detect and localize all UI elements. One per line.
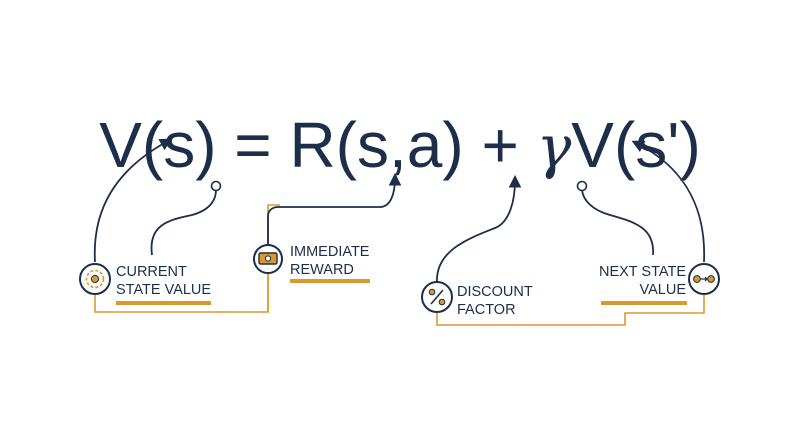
eq-equals: = [234, 109, 272, 181]
eq-gamma: γ [536, 113, 572, 181]
underline-current-state-value [116, 301, 211, 305]
eq-plus: + [481, 109, 519, 181]
arrow-discount-to-gamma [436, 174, 522, 284]
arrow-reward-to-r [267, 172, 402, 250]
callout-node-v [210, 180, 222, 192]
arrow-vprime-callout [581, 189, 654, 256]
label-line-2: STATE VALUE [116, 282, 212, 298]
eq-next-value: V(s') [571, 109, 701, 181]
transition-icon [688, 263, 720, 295]
percent-icon [421, 281, 453, 313]
label-line-2: FACTOR [457, 302, 516, 318]
label-discount-factor: DISCOUNT FACTOR [457, 283, 533, 319]
eq-reward: R(s,a) [289, 109, 464, 181]
arrow-v-callout [150, 189, 217, 256]
underline-immediate-reward [290, 279, 370, 283]
underline-next-state-value [601, 301, 687, 305]
arrow-current-state-to-v [93, 138, 173, 263]
callout-node-vprime [576, 180, 588, 192]
target-icon [79, 263, 111, 295]
label-line-1: IMMEDIATE [290, 244, 370, 260]
eq-value-lhs: V(s) [99, 109, 217, 181]
label-next-state-value: NEXT STATE VALUE [590, 263, 686, 299]
bellman-equation: V(s) = R(s,a) + γV(s') [0, 108, 800, 182]
connector-right-orange [436, 295, 705, 326]
label-line-1: DISCOUNT [457, 284, 533, 300]
label-line-2: REWARD [290, 262, 354, 278]
label-current-state-value: CURRENT STATE VALUE [116, 263, 211, 299]
label-line-2: VALUE [639, 282, 686, 298]
arrow-next-state-to-v [631, 140, 706, 263]
label-line-1: NEXT STATE [598, 264, 686, 280]
label-line-1: CURRENT [116, 264, 187, 280]
cash-icon [253, 244, 283, 274]
label-immediate-reward: IMMEDIATE REWARD [290, 243, 369, 279]
